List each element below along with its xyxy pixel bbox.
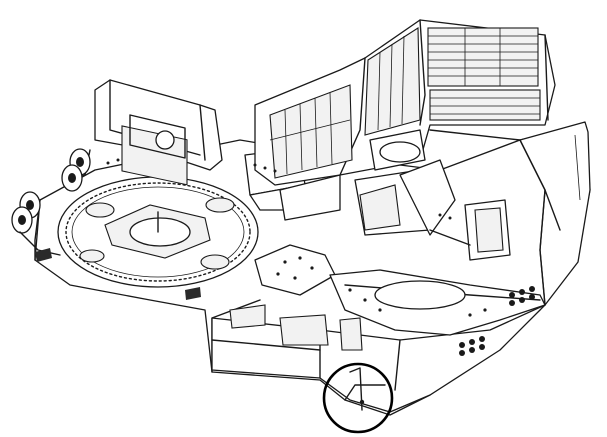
lifting-lugs (11, 148, 91, 256)
lower-cutouts (35, 248, 363, 351)
callout-circle (322, 362, 394, 434)
deck-bolts (106, 158, 452, 220)
upper-enclosure (254, 19, 556, 186)
left-tower (69, 79, 223, 186)
slewing-ring (57, 176, 259, 288)
right-housing (429, 121, 591, 306)
center-structure (244, 147, 511, 261)
bolt-clusters (459, 286, 535, 356)
front-beam (254, 244, 546, 336)
